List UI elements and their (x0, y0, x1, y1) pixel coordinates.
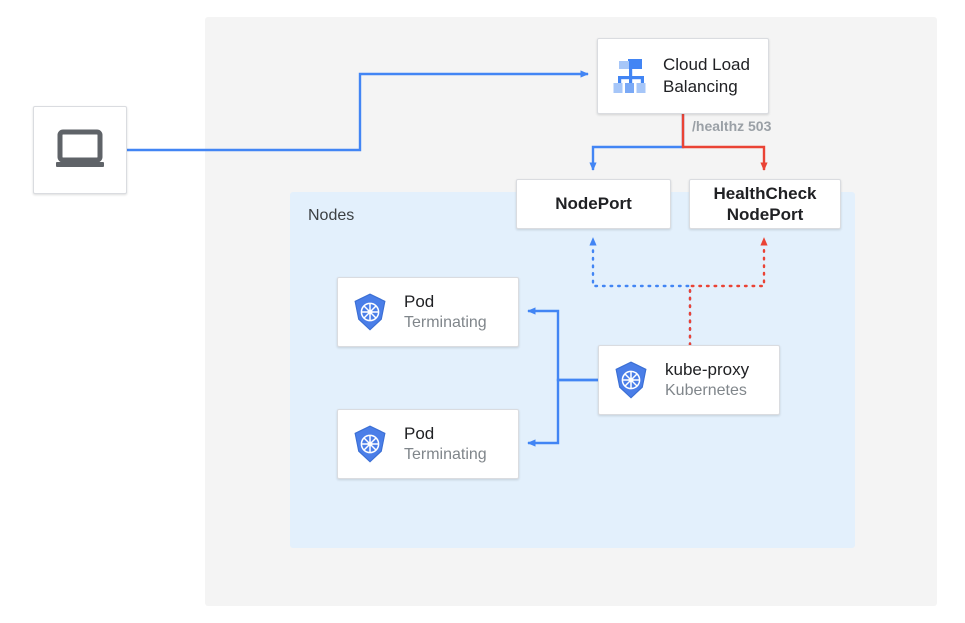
kube-proxy-box[interactable]: kube-proxy Kubernetes (598, 345, 780, 415)
pod-label-stack: Pod Terminating (404, 291, 487, 333)
edge-client-to-load-balancer (127, 70, 589, 152)
cloud-load-balancing-box[interactable]: Cloud Load Balancing (597, 38, 769, 114)
healthcheck-nodeport-line1: HealthCheck (713, 183, 817, 203)
edge-kubeproxy-to-nodeport (589, 236, 692, 347)
kube-proxy-label-stack: kube-proxy Kubernetes (665, 359, 749, 401)
edge-lb-to-nodeport (589, 114, 685, 171)
nodes-panel-label: Nodes (308, 207, 355, 224)
edge-lb-to-healthcheck-nodeport (681, 114, 768, 171)
healthcheck-nodeport-label: HealthCheck NodePort (690, 183, 840, 226)
client-box[interactable] (33, 106, 127, 194)
cloud-load-balancing-icon (609, 56, 653, 96)
kubernetes-icon (350, 424, 390, 464)
pod-status: Terminating (404, 445, 487, 463)
kube-proxy-title: kube-proxy (665, 359, 750, 379)
edge-kubeproxy-to-pod-1 (527, 307, 598, 382)
edge-kubeproxy-to-healthcheck-nodeport (688, 236, 768, 347)
kubernetes-icon (611, 360, 651, 400)
pod-label-stack: Pod Terminating (404, 423, 487, 465)
healthcheck-nodeport-line2: NodePort (726, 205, 804, 224)
healthcheck-nodeport-box[interactable]: HealthCheck NodePort (689, 179, 841, 229)
cloud-load-balancing-label: Cloud Load Balancing (663, 54, 750, 98)
nodeport-label: NodePort (555, 194, 632, 214)
laptop-icon (54, 128, 106, 172)
healthz-status-label: /healthz 503 (692, 118, 772, 134)
nodeport-box[interactable]: NodePort (516, 179, 671, 229)
pod-title: Pod (404, 423, 435, 443)
pod-status: Terminating (404, 313, 487, 331)
pod-box[interactable]: Pod Terminating (337, 277, 519, 347)
kube-proxy-subtitle: Kubernetes (665, 381, 747, 399)
pod-title: Pod (404, 291, 435, 311)
cloud-load-balancing-title: Cloud Load (663, 55, 750, 75)
edge-kubeproxy-to-pod-2 (527, 378, 598, 447)
cloud-load-balancing-subtitle: Balancing (663, 77, 738, 96)
pod-box[interactable]: Pod Terminating (337, 409, 519, 479)
kubernetes-icon (350, 292, 390, 332)
